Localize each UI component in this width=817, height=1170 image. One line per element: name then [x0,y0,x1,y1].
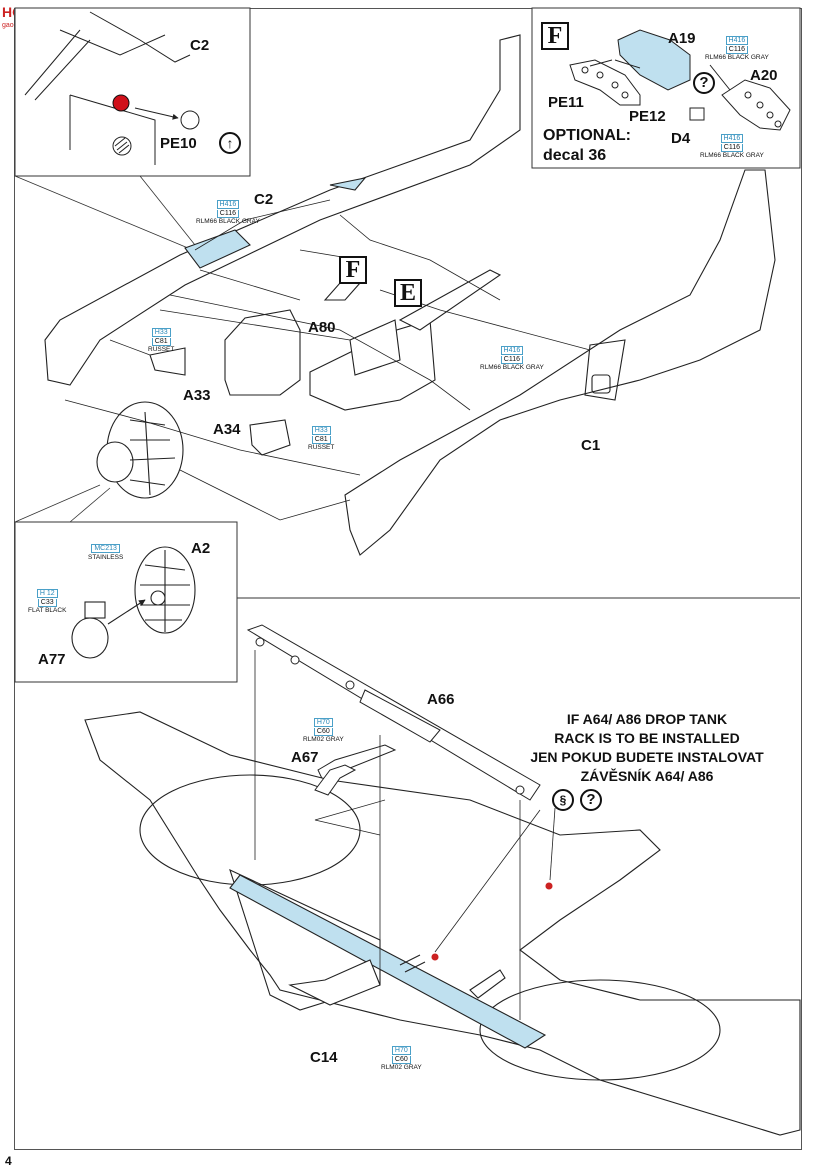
part-c2-main: C2 [254,191,274,208]
c2-inset-drawing [24,11,200,165]
part-a33: A33 [183,387,211,404]
paint-code-1: H416 [720,134,744,143]
note-line-2: RACK IS TO BE INSTALLED [554,730,740,746]
guide-lines [64,199,591,521]
a67-drawing [314,764,357,796]
paint-name: RLM66 BLACK GRAY [480,364,544,371]
engine-inset-drawing [71,546,196,659]
paint-name: RLM66 BLACK GRAY [705,54,769,61]
optional-line1: OPTIONAL: [543,127,631,144]
part-c14: C14 [310,1049,338,1066]
part-a2: A2 [191,540,211,557]
paint-code-2: C116 [725,46,749,54]
part-pe11: PE11 [548,94,584,111]
paint-a33: H33 C81 RUSSET [148,322,174,354]
paint-a67: H70 C60 RLM02 GRAY [303,712,344,744]
paint-d4: H416 C116 RLM66 BLACK GRAY [700,128,764,160]
part-a20: A20 [750,67,778,84]
paint-name: RLM02 GRAY [303,736,344,743]
paint-code-2: C81 [311,436,331,444]
paint-name: RLM66 BLACK GRAY [700,152,764,159]
part-a66: A66 [427,691,455,708]
part-a80: A80 [308,319,336,336]
fuselage-drawing [44,34,776,556]
paint-a34: H33 C81 RUSSET [308,420,334,452]
part-pe10: PE10 [160,135,197,152]
paint-code-1: H 12 [36,589,58,598]
page-number: 4 [5,1154,12,1168]
paint-name: FLAT BLACK [28,607,67,614]
paint-code-1: H70 [313,718,333,727]
note-line-1: IF A64/ A86 DROP TANK [566,711,728,727]
paint-a2: MC213 STAINLESS [88,538,123,562]
paint-name: STAINLESS [88,554,124,561]
question-icon-note: ? [580,789,602,811]
f-inset-drawing [569,29,791,131]
paint-a77: H 12 C33 FLAT BLACK [28,583,66,615]
paint-code-2: C81 [151,338,171,346]
wing-drawing [84,711,801,1136]
part-a19: A19 [668,30,696,47]
paint-code-1: MC213 [91,544,120,553]
paint-cockpit: H416 C116 RLM66 BLACK GRAY [480,340,544,372]
part-a34: A34 [213,421,241,438]
paint-c2: H416 C116 RLM66 BLACK GRAY [196,194,260,226]
paint-c14: H70 C60 RLM02 GRAY [381,1040,422,1072]
optional-line2: decal 36 [543,147,607,164]
paint-a19: H416 C116 RLM66 BLACK GRAY [705,30,769,62]
note-line-4: ZÁVĚSNÍK A64/ A86 [580,768,714,784]
drop-tank-note: IF A64/ A86 DROP TANK RACK IS TO BE INST… [492,710,802,786]
paint-code-1: H33 [311,426,331,435]
part-d4: D4 [671,130,691,147]
paint-code-2: C33 [37,599,57,607]
paint-code-1: H416 [500,346,524,355]
paint-name: RLM02 GRAY [381,1064,422,1071]
paint-code-2: C116 [720,144,744,152]
section-e-main: E [394,279,422,307]
paint-code-2: C116 [500,356,524,364]
section-f-main: F [339,256,367,284]
section-f-inset: F [541,22,569,50]
paint-code-2: C60 [313,728,333,736]
spring-icon: § [552,789,574,811]
question-icon-inset: ? [693,72,715,94]
part-pe12: PE12 [629,108,666,125]
part-a67: A67 [291,749,319,766]
paint-code-1: H416 [725,36,749,45]
paint-code-1: H33 [151,328,171,337]
paint-name: RUSSET [308,444,335,451]
paint-name: RUSSET [148,346,175,353]
paint-code-1: H416 [216,200,240,209]
engine-main-drawing [96,401,184,499]
paint-code-1: H70 [391,1046,411,1055]
arrow-up-icon: ↑ [219,132,241,154]
part-a77: A77 [38,651,66,668]
part-c1: C1 [581,437,601,454]
paint-code-2: C116 [216,210,240,218]
paint-code-2: C60 [391,1056,411,1064]
part-c2-inset: C2 [190,37,210,54]
wing-guide-lines [254,650,556,1020]
paint-name: RLM66 BLACK GRAY [196,218,260,225]
note-line-3: JEN POKUD BUDETE INSTALOVAT [530,749,764,765]
